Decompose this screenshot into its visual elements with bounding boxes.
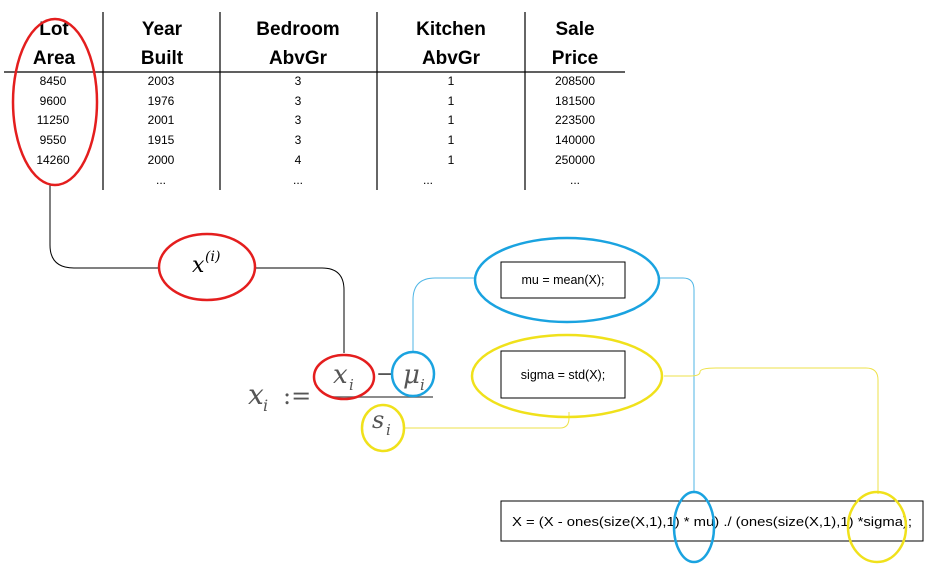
normalize-code-text: X = (X - ones(size(X,1),1) * mu) ./ (one… (512, 515, 912, 529)
table-cell: 9600 (40, 94, 67, 108)
table-ellipsis: ... (570, 173, 580, 187)
header-sale-price-line2: Price (552, 48, 598, 69)
math-mu: μ (403, 360, 420, 390)
table-cell: 208500 (555, 74, 595, 88)
math-assign: := (283, 382, 311, 410)
table-cell: 3 (295, 133, 302, 147)
yellow-oval-s (360, 403, 406, 453)
std-code-box (500, 350, 626, 399)
table-cell: 3 (295, 94, 302, 108)
math-denominator-subscript: i (386, 421, 391, 439)
table-cell: 140000 (555, 133, 595, 147)
header-year-built-line2: Built (141, 48, 184, 69)
blue-oval-mu (390, 350, 436, 398)
table-cell: 11250 (37, 113, 70, 127)
blue-oval-mean-box (473, 236, 661, 324)
mean-code-box (500, 261, 626, 299)
table-cell: 2000 (148, 153, 175, 167)
yellow-oval-std-box (470, 333, 664, 419)
connector-mu-to-mean-box (412, 277, 476, 352)
table-cell: 1 (448, 153, 455, 167)
table-cell: 223500 (555, 113, 595, 127)
math-minus: − (376, 362, 394, 387)
math-superscript-i: (i) (205, 249, 220, 265)
red-oval-lot-area (11, 17, 99, 187)
normalization-formula: x (i) x i := x i − μ i s i (192, 249, 433, 439)
math-numerator-x: x (333, 360, 348, 390)
math-lhs-subscript: i (263, 396, 268, 415)
header-bedroom-line1: Bedroom (256, 19, 339, 40)
table-cell: 1 (448, 74, 455, 88)
connector-sigma-box-to-sigma-in-formula (664, 367, 879, 494)
math-numerator-subscript: i (349, 376, 354, 394)
math-mu-subscript: i (420, 376, 425, 394)
red-oval-x-superscript (157, 232, 257, 302)
header-lot-area-line2: Area (33, 48, 76, 69)
connector-xi-superscript-to-xi (255, 267, 345, 353)
header-kitchen-line2: AbvGr (422, 48, 481, 69)
connector-lot-area-to-xi-superscript (49, 185, 160, 269)
table-ellipsis: ... (423, 173, 433, 187)
table-cell: 14260 (36, 153, 70, 167)
math-denominator-s: s (372, 406, 384, 434)
mean-code-text: mu = mean(X); (521, 273, 604, 287)
header-year-built-line1: Year (142, 19, 183, 40)
table-cell: 3 (295, 113, 302, 127)
table-cell: 1 (448, 133, 455, 147)
table-ellipsis: ... (293, 173, 303, 187)
table-ellipsis: ... (156, 173, 166, 187)
math-lhs-x: x (248, 378, 264, 411)
math-x-superscript-base: x (192, 253, 205, 278)
table-cell: 1915 (148, 133, 175, 147)
header-sale-price-line1: Sale (555, 19, 594, 40)
blue-oval-mu-in-formula (672, 490, 716, 564)
table-cell: 3 (295, 74, 302, 88)
table-cell: 9550 (40, 133, 67, 147)
header-kitchen-line1: Kitchen (416, 19, 486, 40)
yellow-oval-sigma-in-formula (846, 490, 908, 564)
data-table: Lot Area Year Built Bedroom AbvGr Kitche… (4, 12, 625, 190)
connector-mean-box-to-mu-in-formula (658, 277, 695, 492)
table-cell: 2001 (148, 113, 175, 127)
header-bedroom-line2: AbvGr (269, 48, 328, 69)
table-cell: 1976 (148, 94, 175, 108)
table-cell: 8450 (40, 74, 67, 88)
table-cell: 250000 (555, 153, 595, 167)
table-cell: 2003 (148, 74, 175, 88)
header-lot-area-line1: Lot (39, 19, 69, 40)
connector-si-to-sigma-box (403, 412, 570, 429)
table-cell: 1 (448, 94, 455, 108)
table-cell: 1 (448, 113, 455, 127)
table-cell: 4 (295, 153, 302, 167)
red-oval-x-subscript (312, 353, 376, 401)
std-code-text: sigma = std(X); (521, 368, 605, 382)
table-cell: 181500 (555, 94, 595, 108)
